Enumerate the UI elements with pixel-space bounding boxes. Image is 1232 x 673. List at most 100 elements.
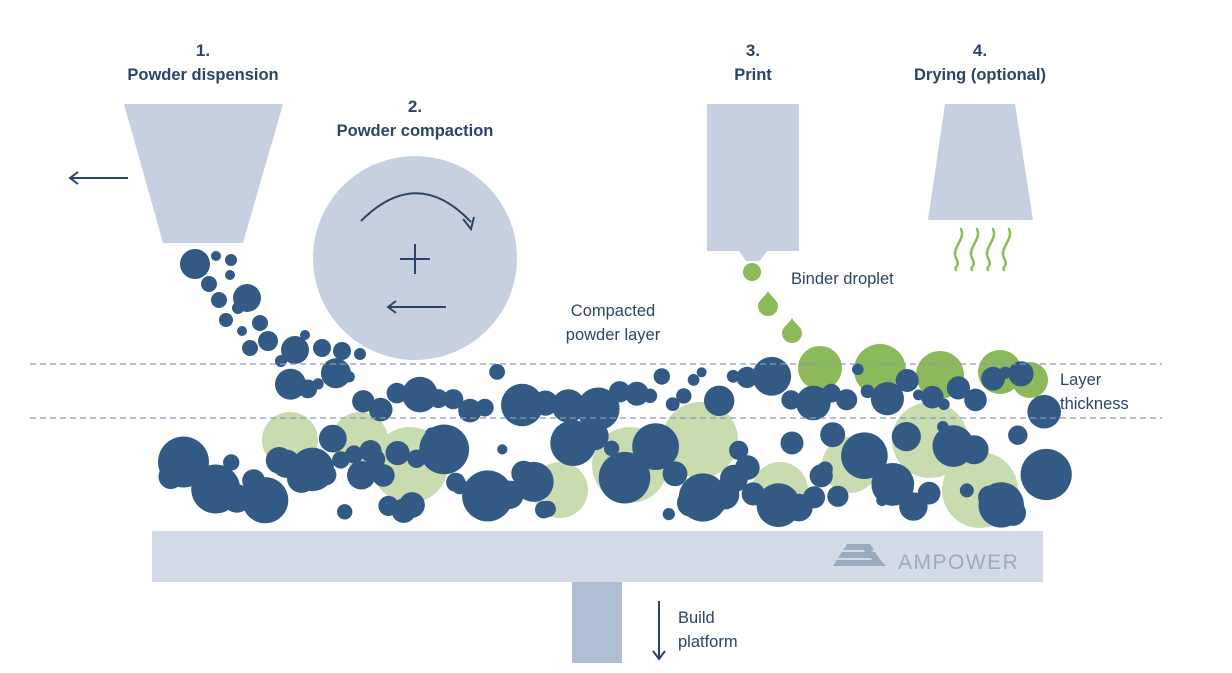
powder-particle (726, 369, 740, 383)
powder-particle (662, 461, 688, 487)
powder-particle (913, 389, 924, 401)
powder-particle (354, 348, 366, 360)
powder-particle (653, 368, 670, 385)
powder-particle (265, 447, 293, 474)
powder-particle (676, 388, 692, 404)
powder-particle (632, 423, 679, 470)
powder-particle (372, 464, 395, 487)
powder-particle (946, 376, 971, 400)
powder-particle (1008, 425, 1028, 445)
powder-particle (345, 445, 364, 464)
powder-particle (343, 371, 355, 383)
powder-particle (219, 313, 233, 327)
powder-particle (917, 481, 941, 505)
powder-particle (313, 339, 331, 357)
powder-particle (1008, 361, 1034, 387)
powder-particle (252, 315, 268, 331)
step-1-title: Powder dispension (127, 66, 278, 84)
compacted-layer-label-line1: Compacted (571, 302, 655, 320)
brand-name: AMPOWER (898, 551, 1019, 574)
powder-bed (158, 249, 1072, 528)
step-1-powder-dispension: 1. Powder dispension (68, 41, 283, 243)
powder-particle (841, 432, 888, 480)
step-4-title: Drying (optional) (914, 66, 1046, 84)
step-3-title: Print (734, 66, 772, 84)
powder-particle (827, 485, 849, 507)
ampower-logo-icon (833, 544, 886, 566)
powder-particle (1027, 394, 1061, 429)
binder-droplet-label: Binder droplet (791, 270, 894, 288)
powder-particles (158, 249, 1072, 528)
powder-particle (225, 254, 237, 266)
powder-particle (999, 499, 1026, 526)
powder-particle (337, 504, 353, 520)
dryer-unit (928, 104, 1033, 220)
powder-particle (225, 270, 235, 280)
powder-particle (978, 485, 1002, 509)
arrow-left-icon (68, 171, 128, 185)
powder-particle (386, 382, 408, 404)
step-2-number: 2. (408, 97, 422, 116)
powder-particle (1026, 476, 1041, 491)
heat-waves-icon (953, 227, 1012, 272)
arrow-left-icon (386, 300, 446, 314)
powder-particle (876, 494, 888, 507)
rotate-clockwise-icon (360, 192, 475, 232)
binder-droplet-2 (758, 291, 778, 316)
powder-particle (318, 424, 347, 453)
powder-particle (687, 374, 700, 386)
powder-particle (551, 389, 586, 423)
print-nozzle (739, 251, 767, 261)
powder-particle (709, 487, 725, 503)
powder-particle (446, 472, 466, 492)
binder-droplet-3 (782, 318, 802, 343)
powder-particle (158, 464, 184, 490)
powder-hopper (124, 104, 283, 243)
powder-particle (576, 387, 620, 431)
step-3-print: 3. Print Binder droplet (707, 41, 894, 343)
powder-particle (242, 340, 258, 356)
build-platform-piston (572, 582, 622, 663)
compacted-layer-label-line2: powder layer (566, 326, 661, 344)
powder-particle (275, 368, 306, 400)
powder-particle (820, 422, 846, 448)
powder-particle (891, 422, 921, 452)
powder-particle (860, 384, 875, 399)
powder-particle (501, 383, 544, 427)
powder-particle (677, 489, 705, 517)
build-platform (152, 531, 1043, 582)
powder-particle (964, 388, 987, 412)
powder-particle (211, 251, 221, 261)
powder-particle (608, 381, 631, 403)
plus-icon (400, 244, 430, 274)
powder-particle (315, 464, 337, 486)
powder-particle (735, 455, 760, 480)
powder-particle (803, 486, 826, 509)
powder-particle (852, 363, 864, 376)
powder-particle (729, 440, 749, 460)
powder-particle (352, 390, 375, 413)
powder-particle (258, 331, 278, 351)
powder-particle (191, 473, 216, 498)
powder-particle (696, 367, 707, 378)
binder-region (854, 344, 906, 396)
arrow-down-icon (652, 601, 666, 661)
powder-particle (489, 364, 505, 380)
layer-thickness-label-line1: Layer (1060, 371, 1102, 389)
powder-particle (938, 398, 950, 411)
powder-particle (428, 389, 448, 409)
powder-particle (736, 366, 758, 388)
powder-particle (836, 389, 858, 411)
powder-particle (232, 302, 244, 314)
powder-particle (281, 336, 309, 364)
powder-particle (535, 501, 553, 519)
powder-particle (937, 421, 949, 433)
powder-particle (201, 276, 217, 292)
build-platform-label-line1: Build (678, 609, 715, 627)
powder-particle (333, 342, 351, 360)
powder-particle (223, 454, 240, 471)
powder-particle (752, 356, 792, 396)
powder-particle (497, 444, 508, 455)
powder-particle (704, 385, 735, 416)
